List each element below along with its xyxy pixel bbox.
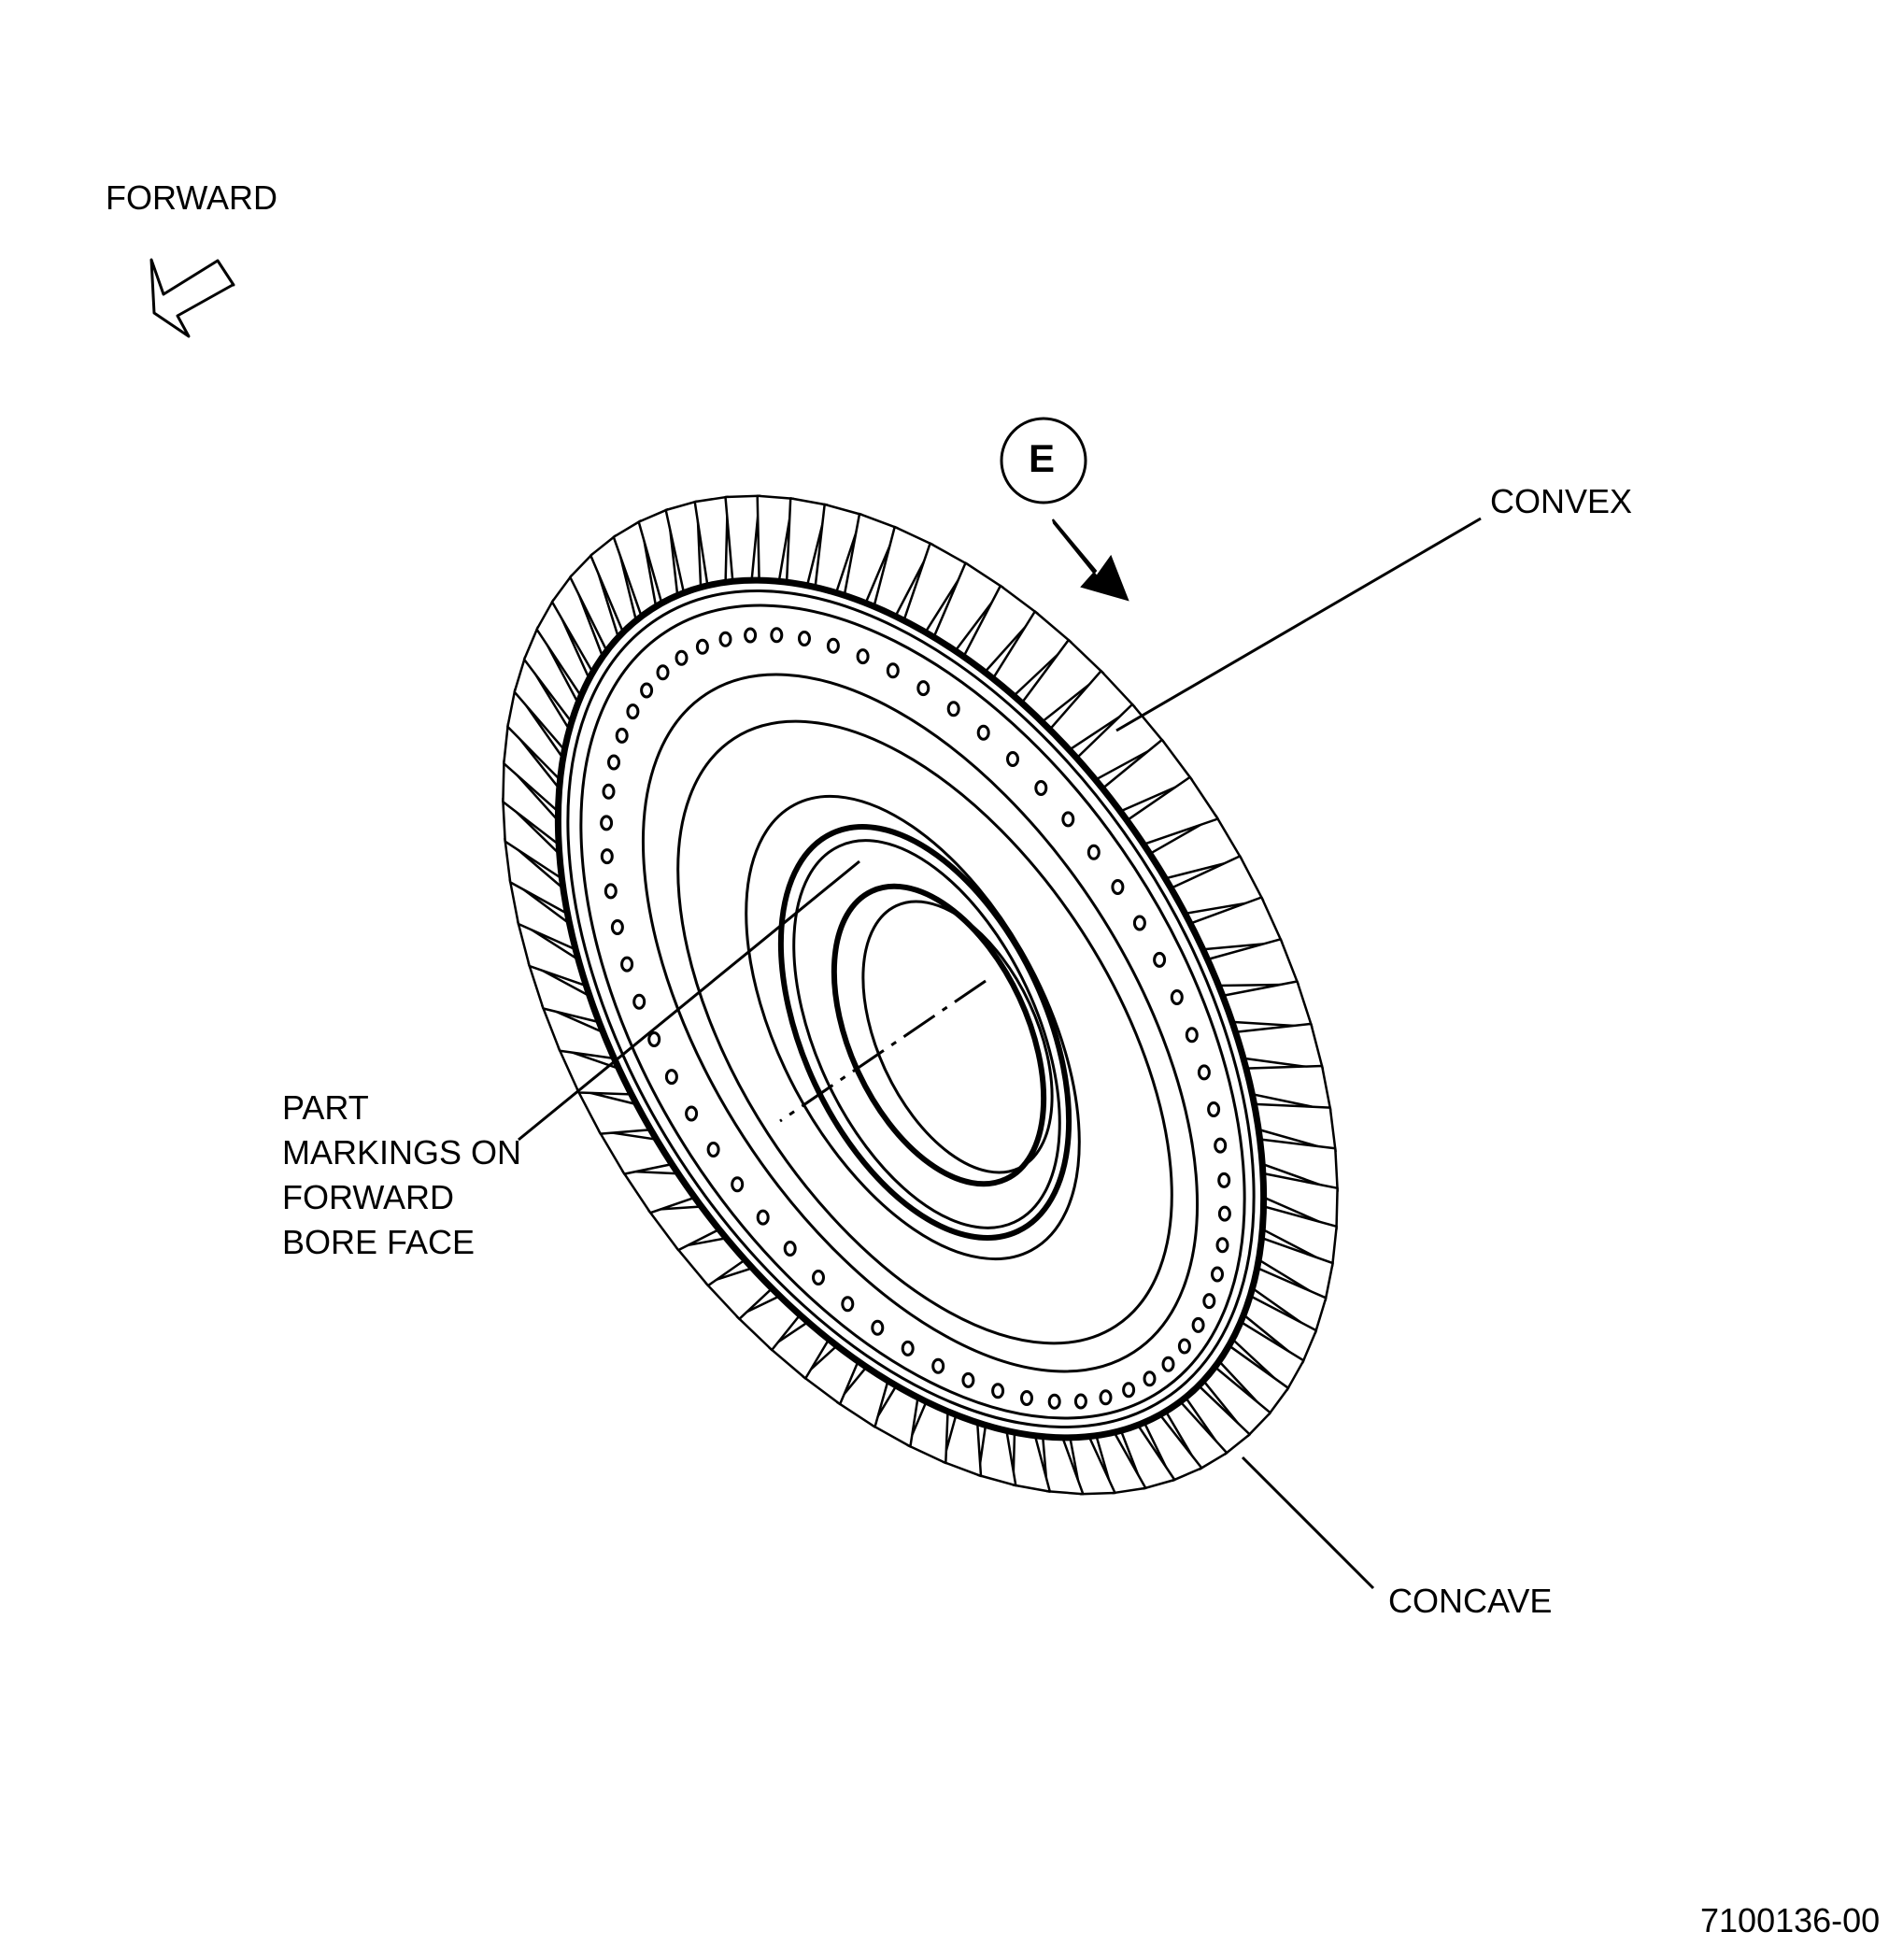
bolt-hole	[602, 783, 616, 800]
bolt-hole	[1099, 1389, 1113, 1406]
bolt-hole	[647, 1031, 661, 1047]
bolt-hole	[783, 1241, 797, 1257]
bolt-hole	[1207, 1101, 1221, 1117]
bolt-hole	[946, 701, 960, 717]
outer-rim	[554, 576, 1268, 1442]
bolt-hole	[1143, 1371, 1157, 1387]
bolt-hole	[600, 848, 614, 865]
bolt-hole	[961, 1371, 975, 1388]
bolt-hole	[1177, 1338, 1191, 1355]
bolt-hole	[901, 1340, 915, 1356]
bolt-hole	[1202, 1293, 1216, 1310]
bolt-hole	[798, 631, 811, 646]
hub-outer	[745, 794, 1081, 1261]
bolt-hole	[916, 680, 930, 697]
bolt-hole	[620, 956, 634, 973]
bolt-hole	[1006, 751, 1019, 767]
bolt-hole	[706, 1142, 720, 1158]
bolt-hole	[856, 648, 870, 665]
rim-band-2	[579, 604, 1246, 1420]
bolt-hole	[640, 682, 654, 699]
blade	[1234, 1022, 1325, 1071]
blade	[1221, 980, 1314, 1029]
bolt-hole	[1087, 844, 1101, 860]
bolt-hole	[976, 724, 990, 741]
bolt-hole	[756, 1209, 770, 1226]
bore-back	[861, 900, 1054, 1174]
view-arrow-icon	[1052, 518, 1129, 602]
rim-band-1	[566, 589, 1256, 1428]
bolt-hole	[1034, 780, 1048, 796]
bolt-hole	[1215, 1237, 1229, 1254]
view-marker-circle	[1000, 417, 1087, 504]
forward-arrow-icon	[149, 258, 235, 338]
hub-face-inner	[792, 839, 1061, 1229]
bolt-hole	[607, 754, 620, 771]
bolt-hole	[718, 631, 732, 647]
bore-edge	[831, 883, 1047, 1187]
bolt-hole	[1214, 1137, 1228, 1154]
bolt-hole	[991, 1383, 1005, 1399]
hole-ring-inner-edge	[641, 673, 1200, 1373]
bolt-hole	[812, 1270, 825, 1285]
bolt-hole	[1185, 1027, 1199, 1044]
bolt-hole	[1217, 1172, 1231, 1188]
bolt-hole	[695, 638, 709, 655]
figure-number: 7100136-00	[1700, 1901, 1881, 1939]
bolt-hole	[1170, 989, 1184, 1005]
bolt-hole	[841, 1296, 855, 1313]
bolt-hole	[1197, 1064, 1211, 1081]
view-marker-label: E	[1029, 436, 1056, 480]
part-markings-leader	[518, 859, 860, 1142]
bolt-hole	[685, 1105, 699, 1122]
bolt-hole-ring	[600, 627, 1231, 1410]
forward-label: FORWARD	[106, 178, 277, 217]
bolt-hole	[1217, 1205, 1231, 1222]
bolt-hole	[731, 1176, 745, 1193]
bolt-hole	[600, 815, 614, 831]
bolt-hole	[1061, 811, 1075, 828]
bolt-hole	[626, 703, 640, 720]
part-markings-line-3: FORWARD	[282, 1178, 454, 1216]
bolt-hole	[610, 919, 624, 935]
concave-leader	[1241, 1456, 1375, 1590]
bolt-hole	[871, 1319, 885, 1336]
bolt-hole	[615, 727, 629, 744]
part-markings-line-2: MARKINGS ON	[282, 1133, 522, 1172]
bolt-hole	[1047, 1393, 1061, 1410]
hub-face	[777, 824, 1072, 1241]
convex-leader	[1115, 517, 1482, 732]
bolt-hole	[1122, 1382, 1136, 1399]
blade	[724, 494, 761, 583]
bolt-hole	[1211, 1266, 1224, 1283]
bolt-hole	[656, 664, 670, 681]
bolt-hole	[1153, 951, 1167, 968]
bolt-hole	[1020, 1390, 1033, 1406]
bolt-hole	[770, 627, 784, 644]
disk-rims	[554, 576, 1268, 1442]
bolt-hole	[1161, 1356, 1175, 1372]
bolt-hole	[664, 1069, 678, 1086]
bolt-hole	[1191, 1316, 1205, 1333]
bolt-hole	[632, 993, 646, 1010]
bolt-hole	[886, 662, 900, 679]
bolt-hole	[604, 883, 618, 900]
blade-row	[502, 494, 1339, 1496]
bolt-hole	[675, 649, 689, 666]
part-markings-line-4: BORE FACE	[282, 1223, 476, 1261]
bolt-hole	[744, 627, 758, 644]
bolt-hole	[931, 1357, 945, 1374]
bolt-hole	[1111, 879, 1125, 895]
part-markings-label: PART MARKINGS ON FORWARD BORE FACE	[282, 1086, 521, 1265]
part-markings-line-1: PART	[282, 1088, 369, 1127]
bolt-hole	[826, 637, 840, 654]
web-edge	[676, 719, 1173, 1345]
concave-label: CONCAVE	[1388, 1582, 1553, 1620]
bolt-hole	[1073, 1393, 1087, 1410]
center-line	[779, 979, 987, 1123]
bolt-hole	[1132, 915, 1146, 931]
convex-label: CONVEX	[1490, 482, 1633, 520]
